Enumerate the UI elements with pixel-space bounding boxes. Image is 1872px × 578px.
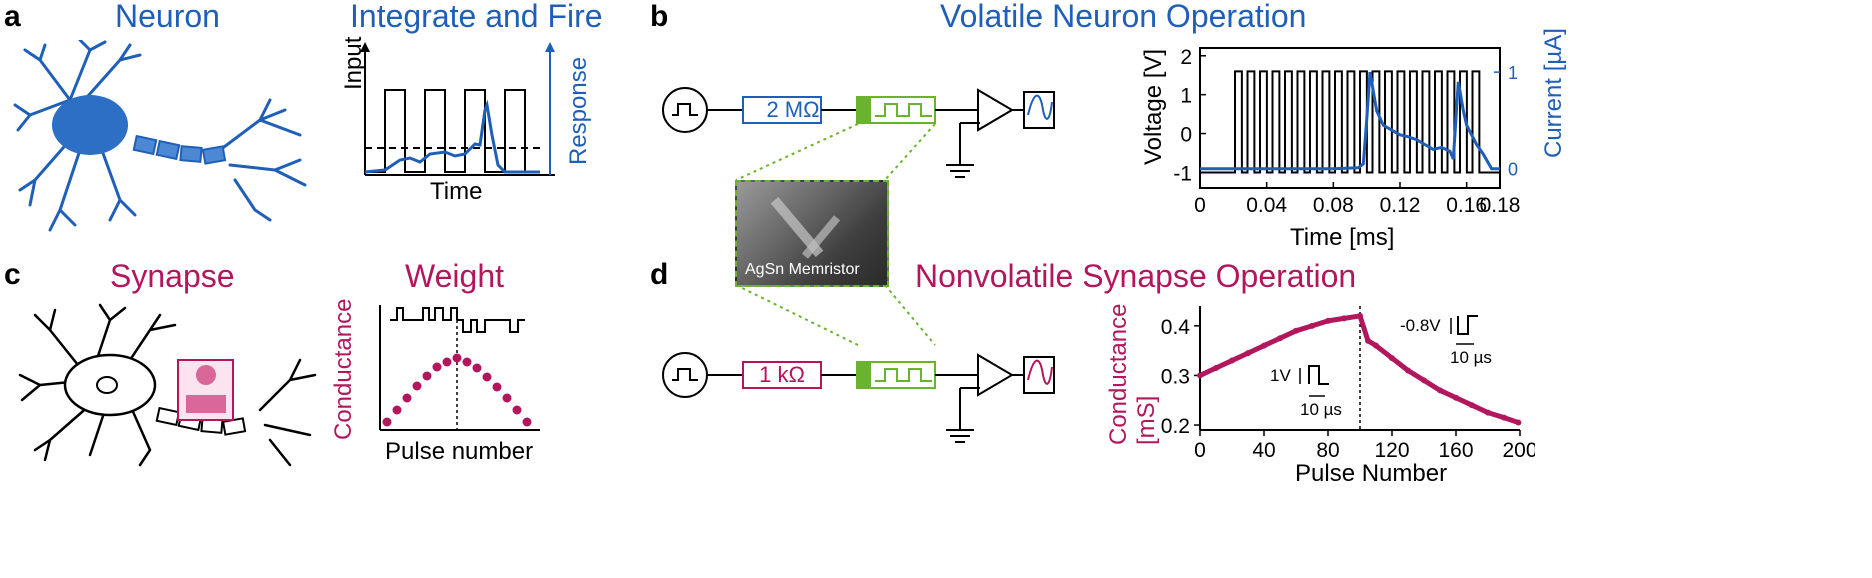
resistor-2m-label: 2 MΩ — [766, 97, 820, 122]
voltage-pulse-series — [1200, 70, 1500, 174]
conductance-point — [1261, 342, 1267, 349]
panel-letter-a: a — [4, 0, 21, 33]
nonvolatile-ylabel: Conductance [mS] — [1105, 303, 1160, 445]
neuron-title: Neuron — [115, 0, 220, 34]
circuit-b — [662, 87, 1055, 178]
nonvolatile-chart: 0 40 80 120 160 200 0.4 0.3 0.2 — [1161, 306, 1535, 462]
synapse-neuron-illustration — [18, 303, 317, 467]
y-tick-label: 0 — [1180, 124, 1192, 147]
y-tick-label: 0.4 — [1161, 316, 1191, 339]
conductance-point — [1389, 355, 1395, 362]
inset-neg-pulse — [1450, 315, 1478, 345]
conductance-point — [1453, 394, 1459, 401]
y-tick-label: 0.2 — [1161, 415, 1190, 438]
y-tick-label: 2 — [1180, 46, 1192, 69]
conductance-point — [1357, 312, 1363, 319]
weight-title: Weight — [405, 258, 505, 294]
x-tick-label: 0.04 — [1246, 194, 1287, 217]
panel-letter-b: b — [650, 0, 669, 33]
panel-letter-d: d — [650, 258, 669, 291]
conductance-point — [1373, 342, 1379, 349]
y2-tick-label: 1 — [1508, 63, 1518, 83]
conductance-point — [1365, 337, 1371, 344]
conductance-point — [1501, 414, 1507, 421]
volatile-title: Volatile Neuron Operation — [940, 0, 1307, 34]
y-tick-label: -1 — [1173, 162, 1192, 185]
volatile-xlabel: Time [ms] — [1290, 224, 1395, 251]
conductance-point — [1515, 419, 1522, 426]
conductance-point — [1405, 367, 1411, 374]
conductance-point — [1309, 322, 1315, 329]
if-time-label: Time — [430, 178, 483, 205]
y-tick-label: 0.3 — [1161, 365, 1190, 388]
conductance-series — [1198, 313, 1520, 425]
x-tick-label: 160 — [1438, 439, 1473, 462]
weight-ylabel: Conductance — [330, 298, 357, 440]
inset-pos-pulse — [1299, 365, 1329, 397]
soma — [52, 95, 128, 155]
inset-pos-voltage: 1V — [1270, 366, 1291, 385]
nonvolatile-xlabel: Pulse Number — [1295, 460, 1448, 487]
conductance-point — [1277, 335, 1283, 342]
x-tick-label: 120 — [1374, 439, 1409, 462]
x-tick-label: 200 — [1502, 439, 1535, 462]
inset-neg-voltage: -0.8V — [1400, 316, 1441, 335]
current-series — [1200, 71, 1500, 171]
x-tick-label: 40 — [1252, 439, 1275, 462]
pulse-source-icon — [662, 87, 708, 133]
x-tick-label: 80 — [1316, 439, 1339, 462]
volatile-y2label: Current [µA] — [1540, 28, 1567, 158]
if-response-label: Response — [565, 56, 592, 165]
resistor-2m — [742, 96, 822, 124]
integrate-fire-title: Integrate and Fire — [350, 0, 603, 34]
if-input-label: Input — [340, 36, 367, 90]
conductance-point — [1293, 327, 1299, 334]
amplifier-icon — [977, 353, 1014, 397]
pulse-source-icon — [662, 352, 708, 398]
conductance-point — [1421, 377, 1427, 384]
sem-image: AgSn Memristor — [735, 180, 889, 287]
plot-frame — [1199, 47, 1501, 189]
conductance-point — [1213, 365, 1219, 371]
integrate-fire-plot — [360, 42, 555, 176]
nonvolatile-title: Nonvolatile Synapse Operation — [915, 258, 1357, 294]
x-tick-label: 0.08 — [1313, 194, 1354, 217]
weight-dots — [382, 353, 532, 427]
x-tick-label: 0.16 — [1446, 194, 1487, 217]
circuit-d — [662, 352, 1055, 443]
y-tick-label: 1 — [1180, 85, 1192, 108]
weight-xlabel: Pulse number — [385, 438, 534, 465]
conductance-point — [1197, 372, 1203, 379]
conductance-point — [1485, 409, 1491, 416]
x-tick-label: 0 — [1194, 194, 1206, 217]
conductance-point — [1437, 387, 1443, 394]
resistor-1k-label: 1 kΩ — [759, 362, 805, 387]
conductance-point — [1469, 402, 1475, 409]
panel-letter-c: c — [4, 258, 21, 291]
conductance-point — [1245, 350, 1251, 357]
x-tick-label: 0 — [1194, 439, 1206, 462]
x-tick-label: 0.18 — [1480, 194, 1521, 217]
inset-neg-time: 10 µs — [1450, 348, 1492, 367]
sem-label: AgSn Memristor — [745, 261, 860, 278]
y2-tick-label: 0 — [1508, 160, 1518, 180]
resistor-1k — [742, 361, 822, 389]
neuron-illustration — [13, 40, 307, 232]
weight-plot — [379, 305, 540, 431]
synapse-title: Synapse — [110, 258, 235, 294]
conductance-point — [1229, 357, 1235, 364]
inset-pos-time: 10 µs — [1300, 400, 1342, 419]
x-tick-label: 0.12 — [1380, 194, 1421, 217]
conductance-point — [1341, 315, 1347, 322]
conductance-point — [1325, 317, 1331, 324]
memristor-zoom-lines — [735, 123, 936, 346]
